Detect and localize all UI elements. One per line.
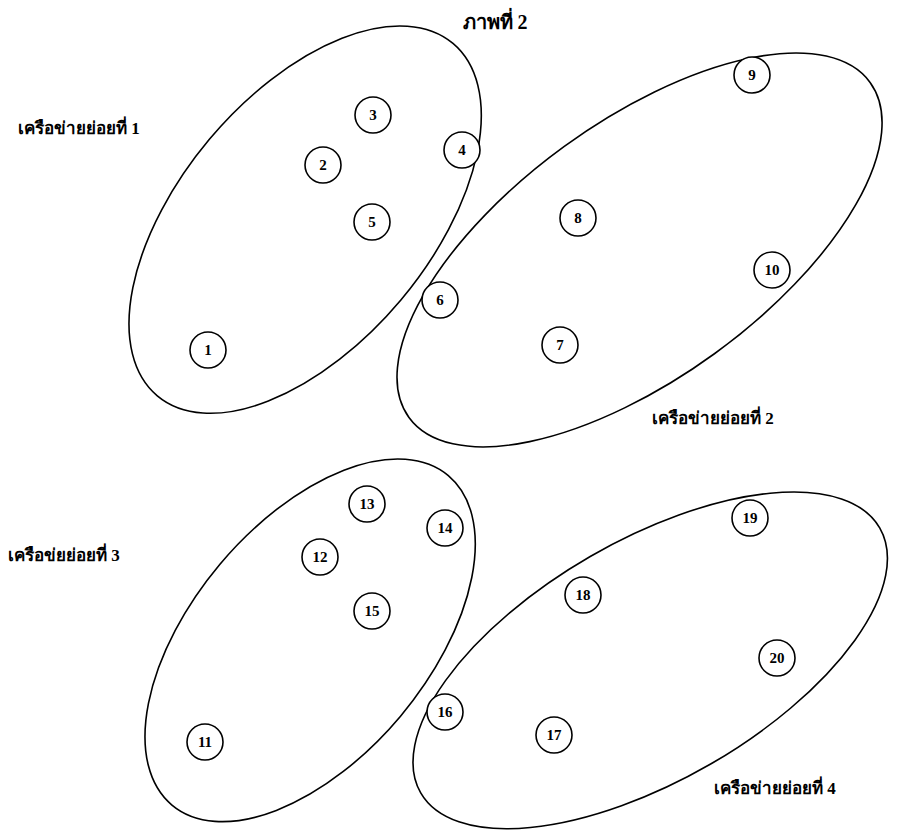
node-circle: 8	[559, 199, 597, 237]
node-number: 7	[556, 337, 564, 354]
circle-outline	[190, 332, 226, 368]
node-number: 9	[748, 67, 756, 84]
circle-outline	[422, 282, 458, 318]
node-number: 2	[319, 157, 327, 174]
circle-outline	[305, 147, 341, 183]
node-circle: 20	[758, 639, 796, 677]
circle-outline	[542, 327, 578, 363]
node-circle: 17	[535, 716, 573, 754]
circle-outline	[427, 694, 463, 730]
node-number: 1	[204, 342, 212, 359]
node-circle: 12	[301, 538, 339, 576]
node-number: 17	[546, 727, 561, 744]
node-number: 12	[312, 549, 327, 566]
node-circle: 10	[753, 251, 791, 289]
ellipse-outline	[61, 0, 548, 477]
circle-outline	[759, 640, 795, 676]
node-circle: 19	[731, 499, 769, 537]
node-circle: 4	[443, 131, 481, 169]
node-circle: 14	[426, 509, 464, 547]
ellipse-outline	[360, 424, 909, 831]
subnetwork-label: เครือข่ยย่อยที่ 3	[6, 545, 122, 566]
node-circle: 16	[426, 693, 464, 731]
node-number: 13	[359, 496, 374, 513]
subnetwork-label: เครือข่ายย่อยที่ 4	[712, 778, 838, 799]
ellipse-outline	[129, 26, 481, 413]
node-number: 4	[458, 142, 466, 159]
node-number: 19	[742, 510, 757, 527]
node-circle: 7	[541, 326, 579, 364]
circle-outline	[732, 500, 768, 536]
node-circle: 18	[564, 576, 602, 614]
node-number: 5	[368, 214, 376, 231]
node-circle: 9	[733, 56, 771, 94]
ellipse-outline	[81, 399, 538, 831]
node-number: 15	[364, 603, 379, 620]
subnetwork-ellipse: เครือข่ยย่อยที่ 31112131415	[145, 459, 475, 822]
circle-outline	[187, 724, 223, 760]
node-circle: 13	[348, 485, 386, 523]
node-number: 20	[769, 650, 784, 667]
ellipse-outline	[397, 53, 882, 447]
node-number: 8	[574, 210, 582, 227]
circle-outline	[302, 539, 338, 575]
node-number: 18	[575, 587, 590, 604]
node-number: 16	[437, 704, 452, 721]
circle-outline	[354, 593, 390, 629]
node-circle: 3	[354, 96, 392, 134]
circle-outline	[734, 57, 770, 93]
node-circle: 6	[421, 281, 459, 319]
circle-outline	[444, 132, 480, 168]
subnetwork-label: เครือข่ายย่อยที่ 2	[650, 408, 776, 429]
circle-outline	[427, 510, 463, 546]
subnetwork-label: เครือข่ายย่อยที่ 1	[16, 118, 142, 139]
node-circle: 1	[189, 331, 227, 369]
subnetwork-ellipse: เครือข่ายย่อยที่ 2 6 7 8 9 10	[397, 53, 882, 447]
circle-outline	[349, 486, 385, 522]
circle-outline	[754, 252, 790, 288]
circle-outline	[536, 717, 572, 753]
subnetwork-ellipse: เครือข่ายย่อยที่ 4 16 17 18 19 20	[413, 492, 887, 829]
circle-outline	[355, 97, 391, 133]
node-circle: 15	[353, 592, 391, 630]
node-number: 6	[436, 292, 444, 309]
subnetwork-ellipse: เครือข่ายย่อยที่ 112345	[129, 26, 481, 413]
node-number: 14	[437, 520, 452, 537]
diagram-title: ภาพที่ 2	[463, 10, 528, 34]
node-number: 10	[764, 262, 779, 279]
node-number: 3	[369, 107, 377, 124]
ellipse-outline	[145, 459, 475, 822]
circle-outline	[565, 577, 601, 613]
node-number: 11	[198, 734, 212, 751]
ellipse-outline	[334, 0, 909, 521]
node-circle: 5	[353, 203, 391, 241]
node-circle: 2	[304, 146, 342, 184]
circle-outline	[560, 200, 596, 236]
circle-outline	[354, 204, 390, 240]
node-circle: 11	[186, 723, 224, 761]
